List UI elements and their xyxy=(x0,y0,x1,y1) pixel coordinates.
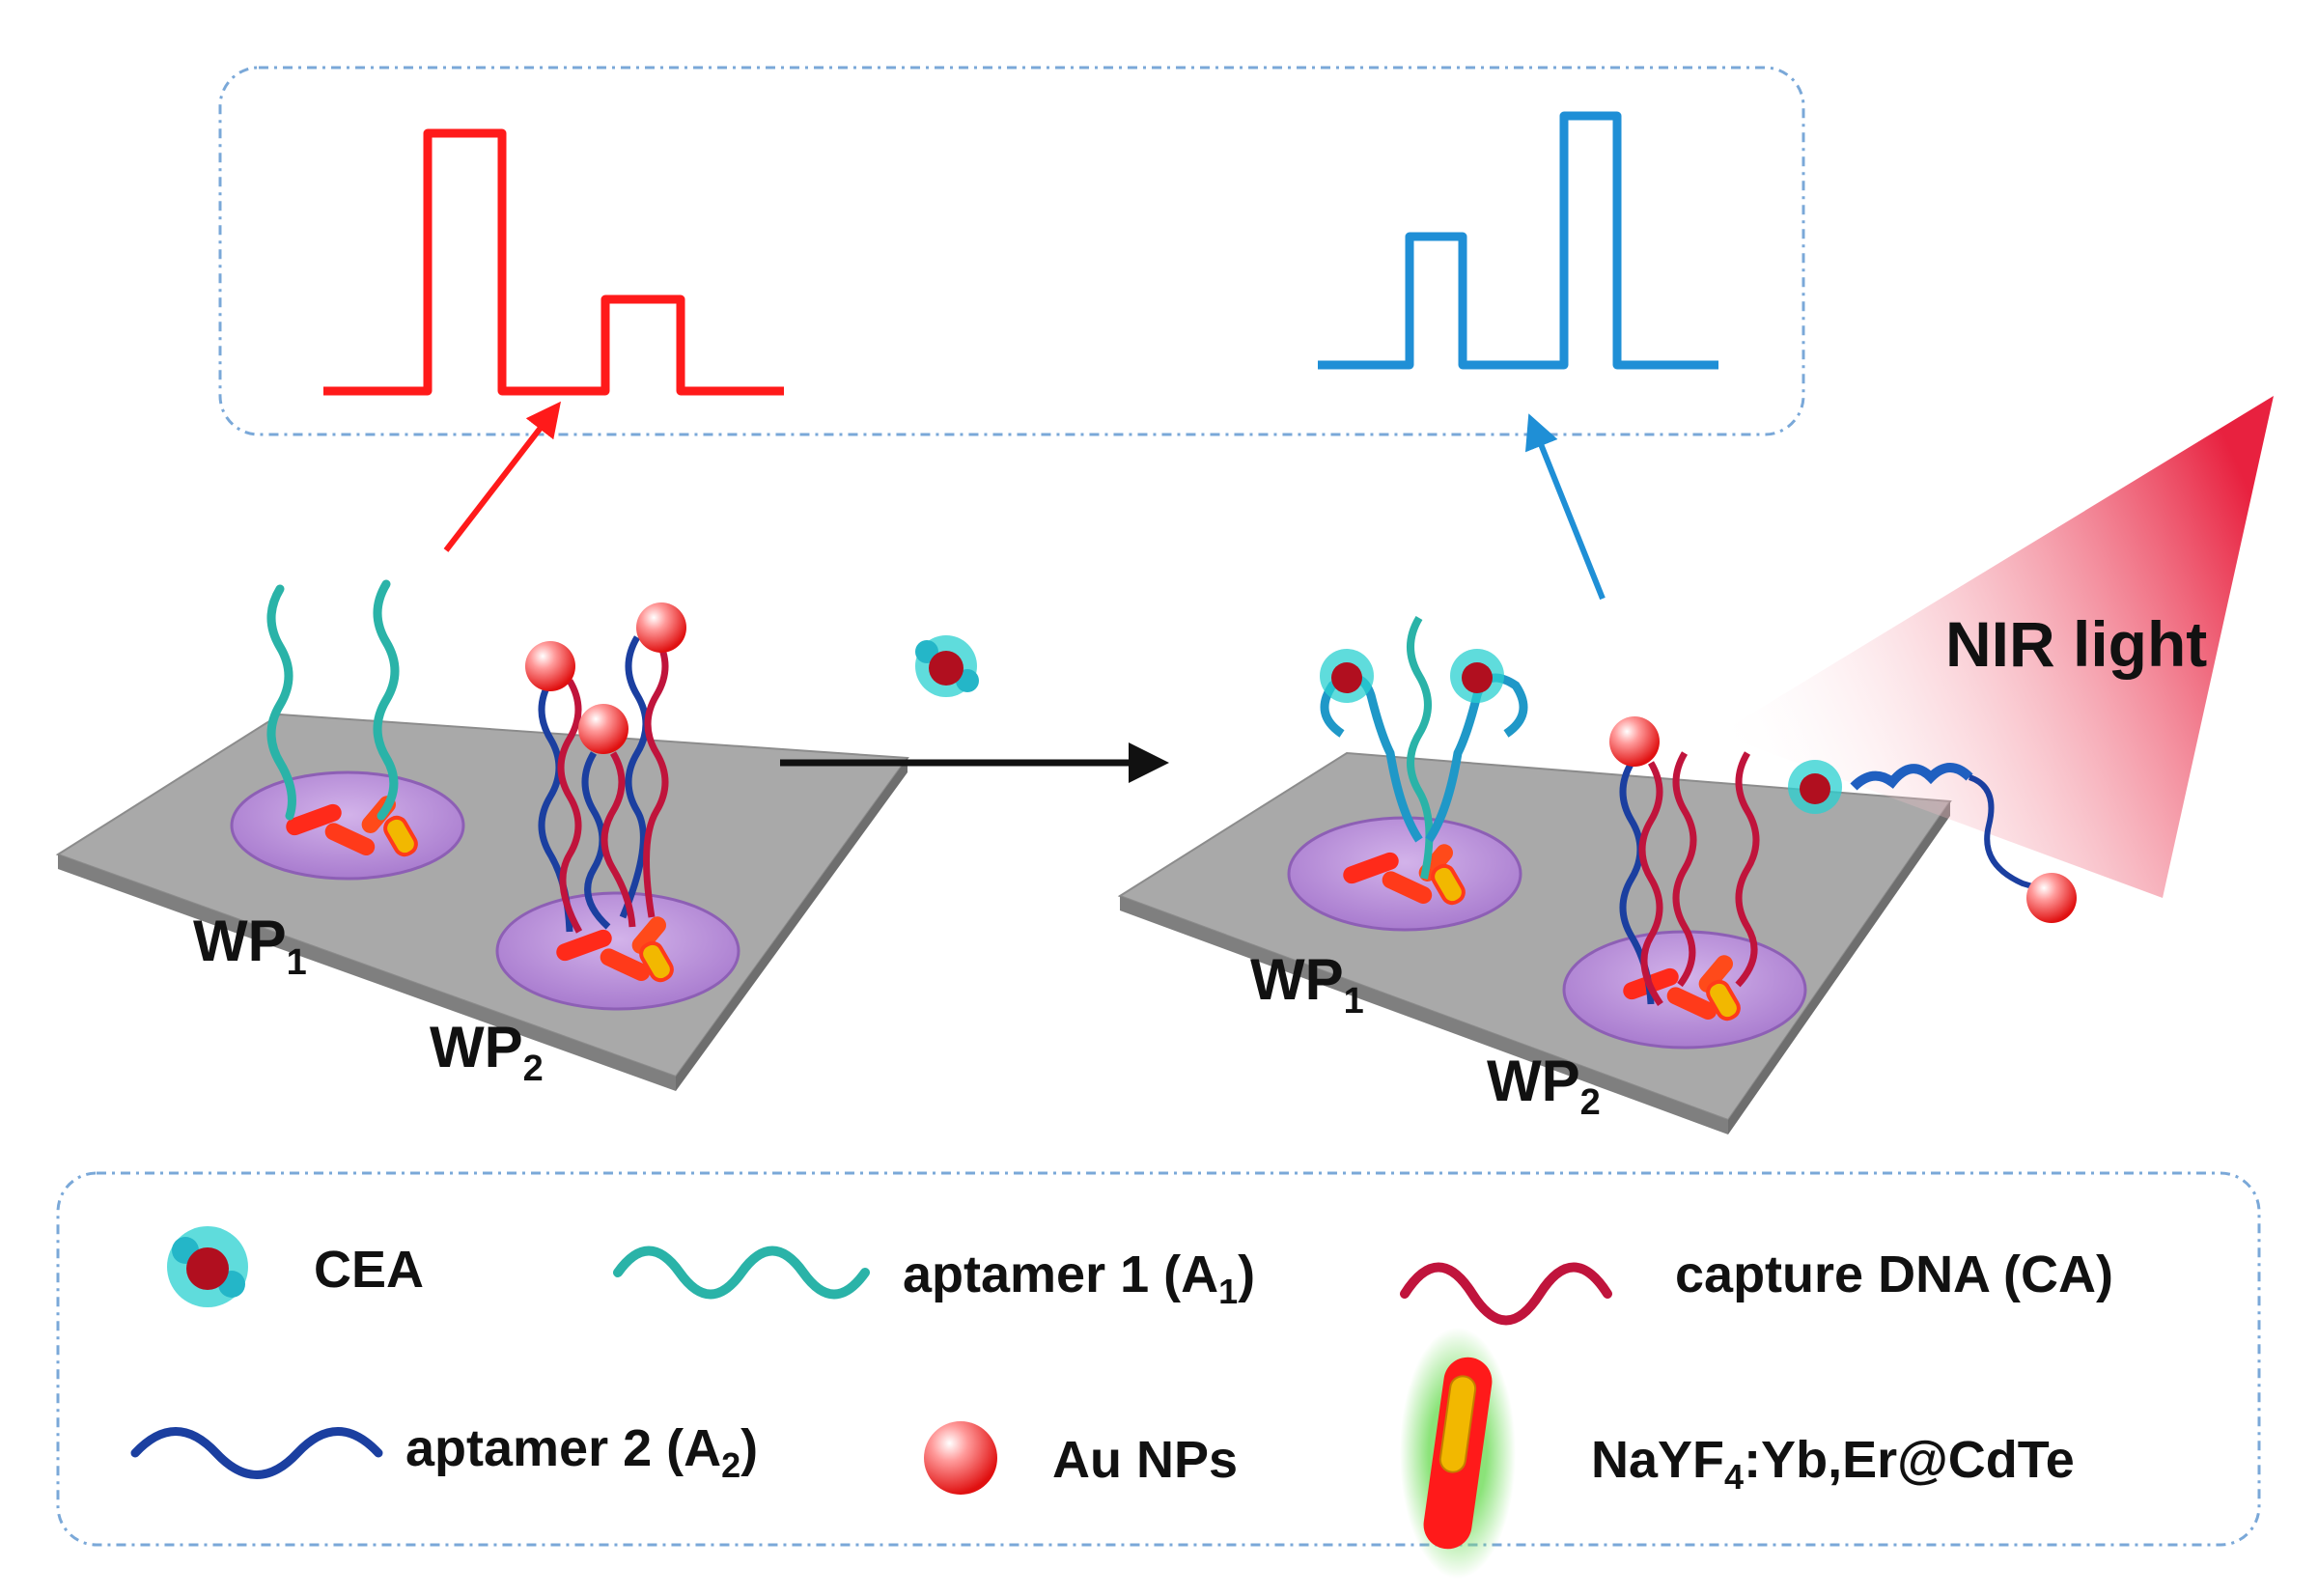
nanorods-wp2-right xyxy=(1623,955,1741,1022)
nanorods-wp2-left xyxy=(556,916,674,983)
duplexes-wp2-left xyxy=(538,635,669,934)
aptamer1-folded xyxy=(1320,673,1423,843)
label-wp2-left: WP2 xyxy=(430,1015,544,1089)
well-wp1-right xyxy=(1287,816,1522,932)
legend-nanorod-label: NaYF4:Yb,Er@CdTe xyxy=(1591,1431,2075,1497)
legend-au-icon xyxy=(924,1421,997,1495)
au-nanoparticle xyxy=(636,602,686,653)
legend-cea-icon xyxy=(167,1226,248,1307)
nir-light-beam xyxy=(1718,396,2274,898)
aptamer1-strand xyxy=(266,584,296,821)
cea-bound xyxy=(1320,649,1374,703)
aptamer2-strand xyxy=(1619,761,1655,1005)
aptamer1-strand xyxy=(1407,615,1434,880)
legend-aptamer2-label: aptamer 2 (A2) xyxy=(405,1419,758,1485)
released-complex xyxy=(1788,760,2077,923)
red-arrow xyxy=(443,401,561,552)
legend-aptamer2-icon xyxy=(130,1427,383,1479)
legend-capture-dna-label: capture DNA (CA) xyxy=(1675,1246,2113,1303)
nir-label: NIR light xyxy=(1945,608,2207,680)
blue-arrow xyxy=(1524,413,1606,601)
blue-signal-trace xyxy=(1318,111,1718,370)
au-nanoparticle xyxy=(578,704,628,754)
legend-nanorod-icon xyxy=(1400,1328,1516,1579)
red-signal-trace xyxy=(323,128,784,396)
signal-panel-border xyxy=(218,66,1805,436)
legend-au-label: Au NPs xyxy=(1052,1431,1238,1489)
au-nanoparticle xyxy=(525,641,575,691)
aptamer1-strand xyxy=(373,579,400,821)
legend-cea-label: CEA xyxy=(314,1241,424,1299)
right-plate xyxy=(1117,615,1952,1134)
au-nanoparticle xyxy=(1609,716,1660,767)
legend-capture-dna-icon xyxy=(1400,1262,1612,1326)
left-plate xyxy=(55,579,909,1091)
capture-dna-strand xyxy=(1638,761,1663,1007)
label-wp2-right: WP2 xyxy=(1487,1049,1601,1123)
cea-free xyxy=(915,635,979,697)
signal-panel xyxy=(218,66,1805,436)
cea-bound xyxy=(1450,649,1504,703)
label-wp1-right: WP1 xyxy=(1250,947,1364,1022)
legend-aptamer1-label: aptamer 1 (A1) xyxy=(903,1246,1255,1311)
capture-dna-strand xyxy=(1735,751,1760,988)
well-wp1-left xyxy=(230,770,465,881)
well-wp2-right xyxy=(1562,930,1807,1050)
legend: CEA aptamer 1 (A1) capture DNA (CA) apta… xyxy=(56,1171,2261,1579)
label-wp1-left: WP1 xyxy=(193,909,307,983)
well-wp2-left xyxy=(495,891,740,1011)
capture-dna-strand xyxy=(1672,751,1697,988)
legend-border xyxy=(56,1171,2261,1547)
au-nanoparticle xyxy=(2026,873,2077,923)
legend-aptamer1-icon xyxy=(613,1246,870,1300)
